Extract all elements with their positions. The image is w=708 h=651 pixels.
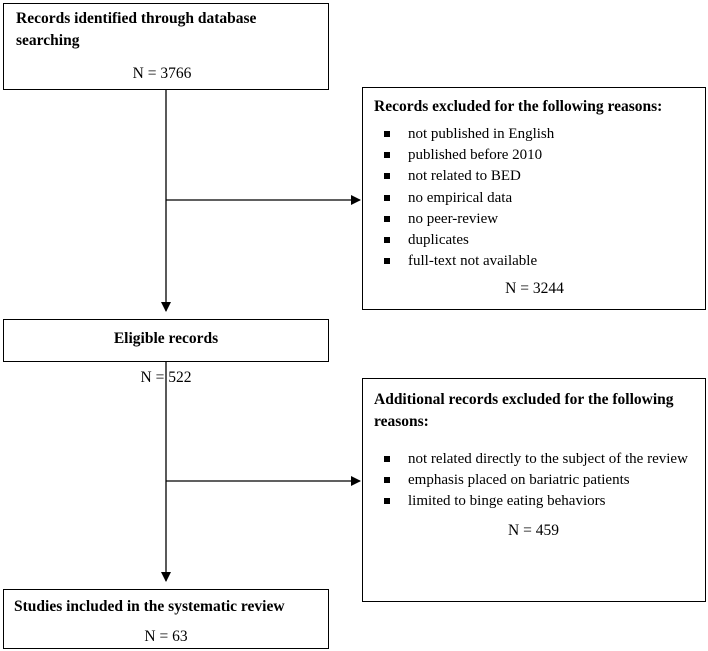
bullet-icon bbox=[384, 131, 390, 137]
records-excluded-count: N = 3244 bbox=[505, 280, 564, 298]
records-identified-count: N = 3766 bbox=[132, 65, 192, 82]
bullet-icon bbox=[384, 152, 390, 159]
box-studies-included: Studies included in the systematic revie… bbox=[3, 589, 329, 649]
box-eligible-records: Eligible records bbox=[3, 319, 329, 362]
list-item: emphasis placed on bariatric patients bbox=[374, 470, 693, 491]
list-item: not published in English bbox=[374, 124, 695, 145]
additional-excluded-count: N = 459 bbox=[508, 521, 559, 539]
bullet-icon bbox=[384, 194, 390, 201]
bullet-icon bbox=[384, 477, 390, 484]
records-identified-title: Records identified through database sear… bbox=[16, 10, 257, 49]
eligible-records-count: N = 522 bbox=[140, 369, 192, 386]
list-item: duplicates bbox=[374, 230, 695, 251]
records-excluded-reasons: not published in English published befor… bbox=[374, 124, 695, 272]
list-item: published before 2010 bbox=[374, 145, 695, 166]
bullet-icon bbox=[384, 237, 390, 244]
box-records-excluded: Records excluded for the following reaso… bbox=[362, 87, 706, 310]
bullet-icon bbox=[384, 456, 390, 462]
box-records-identified: Records identified through database sear… bbox=[3, 3, 329, 90]
additional-excluded-reasons: not related directly to the subject of t… bbox=[374, 449, 693, 513]
bullet-icon bbox=[384, 258, 390, 265]
eligible-records-title: Eligible records bbox=[113, 330, 219, 347]
list-item: full-text not available bbox=[374, 251, 695, 272]
bullet-icon bbox=[384, 498, 390, 505]
studies-included-title: Studies included in the systematic revie… bbox=[14, 598, 285, 615]
list-item: no empirical data bbox=[374, 188, 695, 209]
list-item: not related to BED bbox=[374, 166, 695, 187]
list-item: not related directly to the subject of t… bbox=[374, 449, 693, 470]
list-item: no peer-review bbox=[374, 209, 695, 230]
additional-excluded-title: Additional records excluded for the foll… bbox=[374, 391, 674, 430]
bullet-icon bbox=[384, 173, 390, 180]
list-item: limited to binge eating behaviors bbox=[374, 491, 693, 512]
records-excluded-title: Records excluded for the following reaso… bbox=[374, 98, 663, 115]
bullet-icon bbox=[384, 215, 390, 222]
studies-included-count: N = 63 bbox=[144, 628, 188, 645]
box-additional-excluded: Additional records excluded for the foll… bbox=[362, 378, 706, 602]
